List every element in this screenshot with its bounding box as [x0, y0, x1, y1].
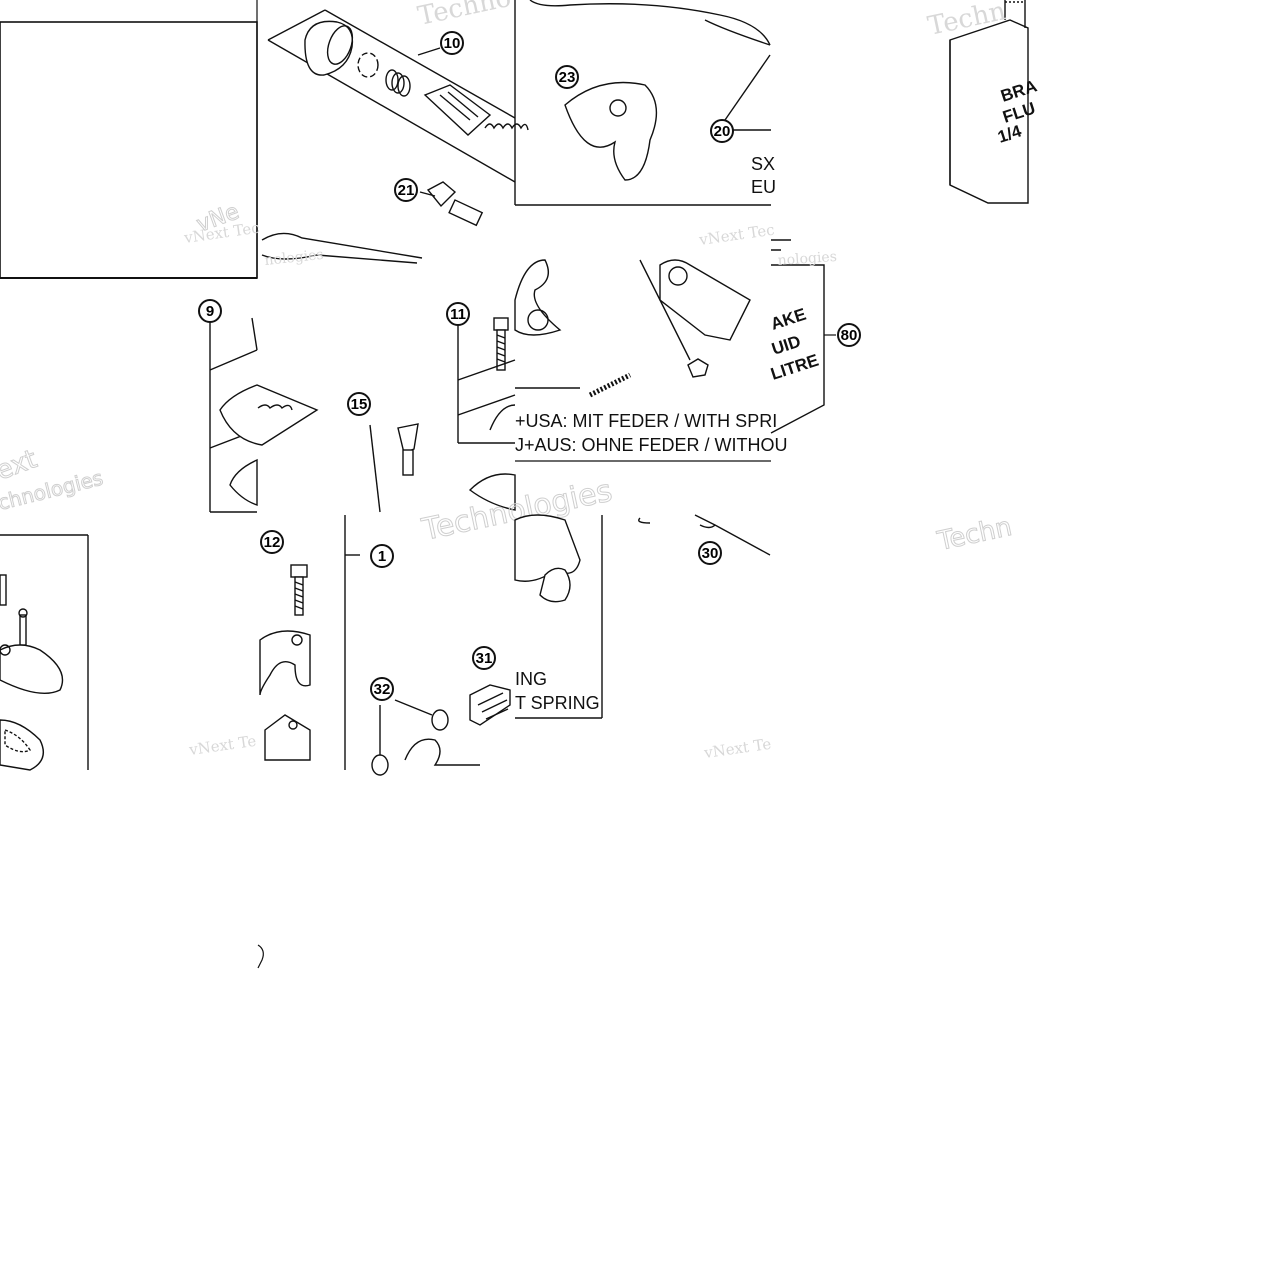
- lever-pivot-assembly: [369, 259, 562, 513]
- note-sx: SX: [751, 154, 775, 174]
- fragment-marks: [257, 944, 264, 969]
- spring-icon: [385, 69, 411, 97]
- callout-label: 11: [450, 306, 466, 323]
- callout-label: 31: [476, 650, 493, 667]
- watermark-text: Techno: [415, 0, 514, 32]
- watermark-text: nologies: [264, 247, 325, 269]
- callout-80: 80: [824, 323, 861, 347]
- note-eu: EU: [751, 177, 776, 197]
- callout-label: 10: [444, 35, 461, 52]
- callout-23: 23: [555, 65, 579, 89]
- callout-label: 9: [206, 303, 214, 320]
- callout-label: 15: [351, 396, 368, 413]
- callout-15: 15: [347, 392, 371, 416]
- hose-assembly: [514, 514, 771, 719]
- watermark-text: vNext Te: [702, 735, 772, 762]
- callout-label: 80: [841, 327, 858, 344]
- callout-1: 1: [370, 544, 394, 568]
- callout-31: 31: [472, 646, 496, 670]
- callout-label: 20: [714, 123, 731, 140]
- reservoir-cover-assembly: [209, 317, 319, 513]
- callout-30: 30: [698, 541, 722, 565]
- piston-assembly: [261, 9, 529, 264]
- callout-9: 9: [198, 299, 222, 323]
- callout-label: 21: [398, 182, 415, 199]
- callout-12: 12: [260, 530, 284, 554]
- callout-11: 11: [446, 302, 470, 326]
- callout-32: 32: [370, 677, 394, 701]
- watermark-text: ext: [0, 444, 41, 486]
- note-aus: J+AUS: OHNE FEDER / WITHOU: [515, 435, 788, 455]
- callout-label: 30: [702, 545, 719, 562]
- watermark-text: nologies: [777, 249, 837, 269]
- lever-spring-assembly: [515, 239, 825, 462]
- can-label-side1: AKE: [768, 305, 808, 334]
- callout-label: 1: [378, 548, 386, 565]
- lever-clamp-icon: [564, 81, 658, 181]
- master-cylinder-body: [259, 473, 516, 776]
- callout-label: 32: [374, 681, 391, 698]
- note-t-spring: T SPRING: [515, 693, 600, 713]
- callout-10: 10: [417, 31, 464, 56]
- note-ing: ING: [515, 669, 547, 689]
- watermark-text: vNext Tec: [697, 221, 776, 250]
- reservoir-parts: [0, 534, 89, 771]
- watermark-text: Techn: [934, 512, 1014, 557]
- can-label-side2: UID: [769, 332, 803, 359]
- lever-detail-box: [514, 0, 771, 206]
- bleeder-valve-icon: [419, 181, 484, 227]
- callout-20: 20: [710, 119, 734, 143]
- callout-label: 23: [559, 69, 576, 86]
- callout-21: 21: [394, 178, 418, 202]
- callout-label: 12: [264, 534, 281, 551]
- top-left-frame: vNext Tec vNe: [0, 0, 261, 279]
- watermark-text: vNext Te: [187, 732, 257, 759]
- brake-fluid-can-top: [949, 0, 1029, 204]
- note-usa: +USA: MIT FEDER / WITH SPRI: [515, 411, 777, 431]
